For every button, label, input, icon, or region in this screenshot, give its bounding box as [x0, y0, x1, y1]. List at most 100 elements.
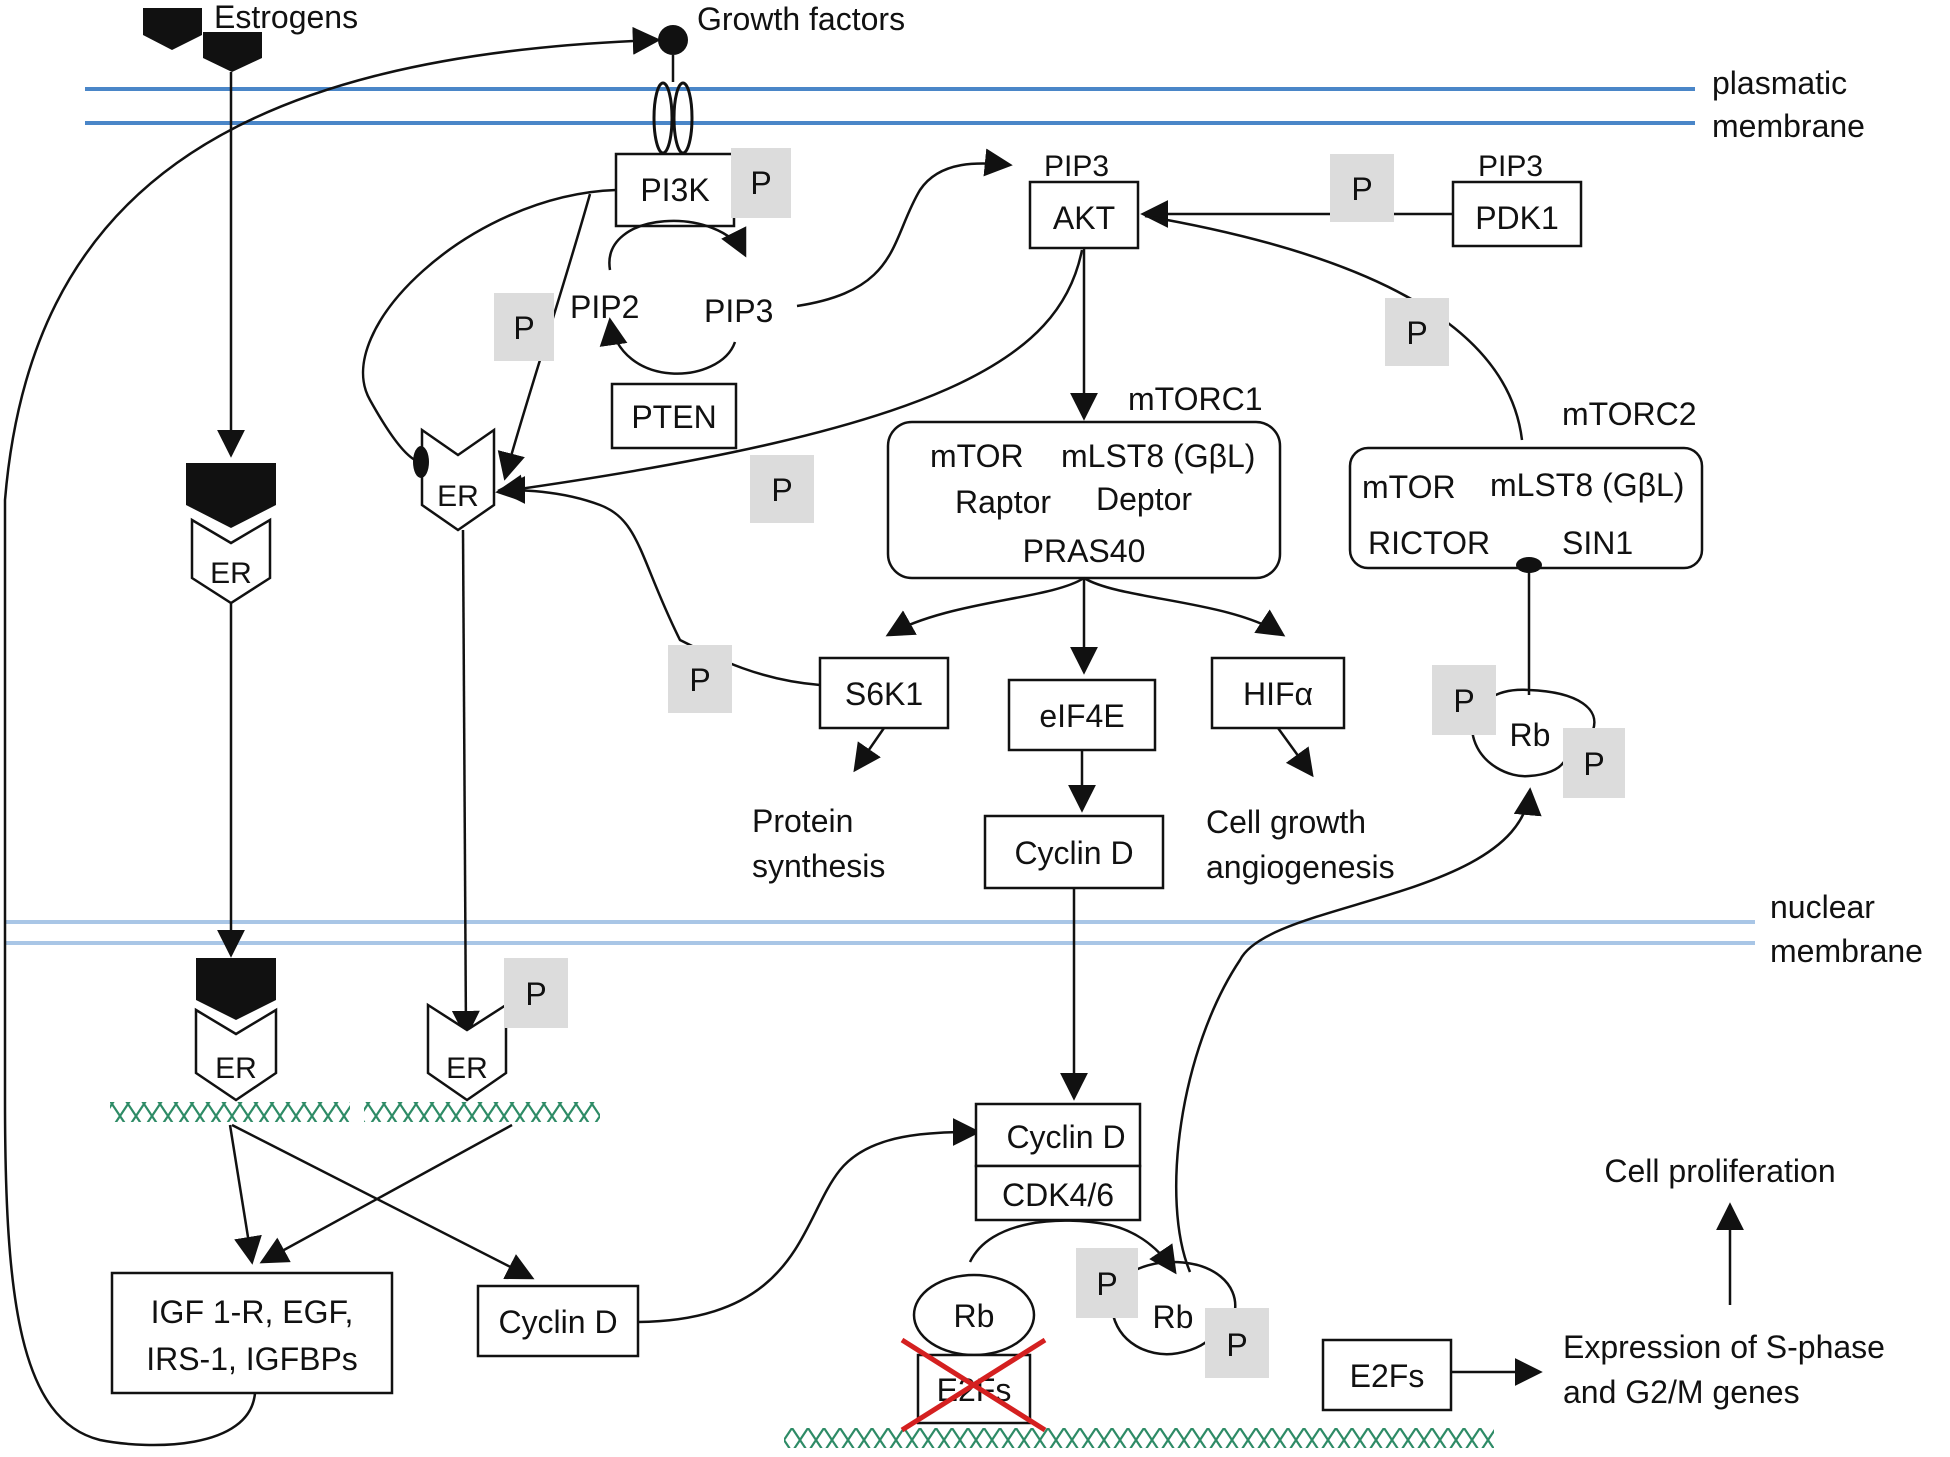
- p-badge-rb-cyto-2: [1563, 728, 1625, 798]
- mtorc1-raptor-label: Raptor: [955, 484, 1051, 520]
- dna-left-to-cyclind-arrow: [231, 1123, 535, 1280]
- pip2-to-pip3-arrow: [608, 219, 747, 271]
- igf-to-growth-factors-loop: [3, 26, 661, 1447]
- p-label-rb-nuc-2: P: [1226, 1327, 1247, 1363]
- p-badge-pdk1: [1330, 154, 1394, 222]
- p-label-s6k1-er: P: [689, 662, 710, 698]
- receptor-right: [672, 81, 694, 155]
- p-label-pdk1: P: [1351, 171, 1372, 207]
- s6k1-to-er-arrow: [497, 476, 821, 687]
- p-label-er-left: P: [513, 310, 534, 346]
- estrogens-label: Estrogens: [214, 0, 358, 35]
- p-badge-pi3k: [731, 148, 791, 218]
- cross-line-2: [900, 1337, 1047, 1433]
- er-nuc-left-label: ER: [215, 1052, 257, 1085]
- dna-strand-bottom: [784, 1428, 1494, 1448]
- plasmatic-membrane-label-1: plasmatic: [1712, 65, 1847, 101]
- dna-strand-mid: [364, 1102, 600, 1122]
- dna-mid-to-igf-arrow: [259, 1123, 513, 1264]
- er-nuc-mid-shape: [426, 1002, 508, 1102]
- er-mid-to-nucleus-arrow: [451, 529, 480, 1039]
- cyclind-complex-label: Cyclin D: [1006, 1119, 1125, 1155]
- dna-left-to-igf-arrow: [228, 1124, 262, 1265]
- er-cyto-mid-label: ER: [437, 480, 479, 513]
- p-badge-mtorc2-akt: [1385, 298, 1449, 366]
- p-label-mtorc2-akt: P: [1406, 315, 1427, 351]
- er-nuc-left-shape: [194, 1007, 278, 1102]
- p-badge-akt-er: [750, 455, 814, 523]
- mtorc1-mtor-label: mTOR: [930, 438, 1024, 474]
- p-badge-rb-cyto-1: [1432, 665, 1496, 735]
- mtorc2-mlst8-label: mLST8 (GβL): [1490, 467, 1684, 503]
- eif4e-box: [1007, 678, 1157, 752]
- akt-to-er-arrow: [495, 249, 1084, 503]
- expression-label-2: and G2/M genes: [1563, 1374, 1800, 1410]
- pip3-cycle-label: PIP3: [704, 293, 773, 329]
- eif4e-label: eIF4E: [1039, 698, 1124, 734]
- p-label-rb-nuc-1: P: [1096, 1266, 1117, 1302]
- expression-label-1: Expression of S-phase: [1563, 1329, 1885, 1365]
- pip3-to-pip2-arrow: [599, 317, 737, 375]
- rb-nuc-right-label: Rb: [1153, 1299, 1194, 1335]
- pip2-label: PIP2: [570, 289, 639, 325]
- p-label-rb-cyto-2: P: [1583, 746, 1604, 782]
- rb-nuc-right-arc-bottom: [1110, 1309, 1212, 1356]
- cyclind-complex-box: [974, 1102, 1142, 1168]
- mtorc1-pras40-label: PRAS40: [1023, 533, 1146, 569]
- pdk1-box: [1451, 180, 1583, 248]
- p-badge-er-left: [494, 293, 554, 361]
- cdk46-label: CDK4/6: [1002, 1177, 1114, 1213]
- mtorc1-label: mTORC1: [1128, 381, 1263, 417]
- estrogen-bound-nuc-shape: [196, 958, 276, 1020]
- pi3k-box: [614, 152, 736, 228]
- growth-factors-label: Growth factors: [697, 1, 905, 37]
- estrogen-shape-1: [143, 8, 202, 50]
- p-badge-rb-nuc-1: [1076, 1248, 1138, 1318]
- igf-label-1: IGF 1-R, EGF,: [151, 1294, 354, 1330]
- p-label-rb-cyto-1: P: [1453, 683, 1474, 719]
- p-label-er-nuc: P: [525, 976, 546, 1012]
- cell-growth-label-2: angiogenesis: [1206, 849, 1395, 885]
- dna-strand-left: [110, 1102, 350, 1122]
- nuclear-membrane-label-1: nuclear: [1770, 889, 1875, 925]
- rb-nuc-to-rb-cyto-arrow: [1174, 787, 1542, 1273]
- s6k1-to-protein-arrow: [853, 727, 886, 773]
- cyclind-cyto-box: [983, 814, 1165, 890]
- s6k1-label: S6K1: [845, 676, 923, 712]
- e2fs-box: [1321, 1338, 1453, 1412]
- er-cyto-left-label: ER: [210, 557, 252, 590]
- pip3-to-akt-arrow: [796, 148, 1013, 308]
- rb-cyto-arc-bottom: [1471, 735, 1567, 778]
- cell-proliferation-label: Cell proliferation: [1604, 1153, 1835, 1189]
- growth-factor-ligand: [658, 25, 688, 55]
- er-cyto-left-shape: [190, 517, 272, 605]
- nuclear-membrane-label-2: membrane: [1770, 933, 1923, 969]
- er-nuc-mid-label: ER: [446, 1052, 488, 1085]
- pdk1-label: PDK1: [1475, 200, 1559, 236]
- pi3k-label: PI3K: [640, 172, 709, 208]
- p-badge-s6k1-er: [668, 645, 732, 713]
- er-cyto-mid-shape: [420, 427, 496, 532]
- pten-label: PTEN: [631, 399, 716, 435]
- hifa-to-growth-arrow: [1276, 727, 1314, 778]
- protein-synthesis-label-2: synthesis: [752, 848, 885, 884]
- mtorc1-deptor-label: Deptor: [1096, 481, 1192, 517]
- pip3-akt-label: PIP3: [1044, 150, 1109, 183]
- hifa-box: [1210, 656, 1346, 730]
- rb-cyto-label: Rb: [1510, 717, 1551, 753]
- mtorc2-rictor-label: RICTOR: [1368, 525, 1490, 561]
- pi3k-to-er-loop-1: [362, 188, 617, 464]
- p-badge-er-nuc: [504, 958, 568, 1028]
- rb-nuc-left-label: Rb: [954, 1298, 995, 1334]
- igf-label-2: IRS-1, IGFBPs: [146, 1341, 358, 1377]
- akt-label: AKT: [1053, 200, 1115, 236]
- mtorc1-mlst8-label: mLST8 (GβL): [1061, 438, 1255, 474]
- s6k1-box: [818, 656, 950, 730]
- p-label-pi3k: P: [750, 165, 771, 201]
- mtorc2-sin1-label: SIN1: [1562, 525, 1633, 561]
- estrogen-shape-2: [203, 32, 262, 72]
- mtorc2-rb-contact: [1516, 557, 1542, 573]
- estrogen-bound-shape: [186, 463, 276, 528]
